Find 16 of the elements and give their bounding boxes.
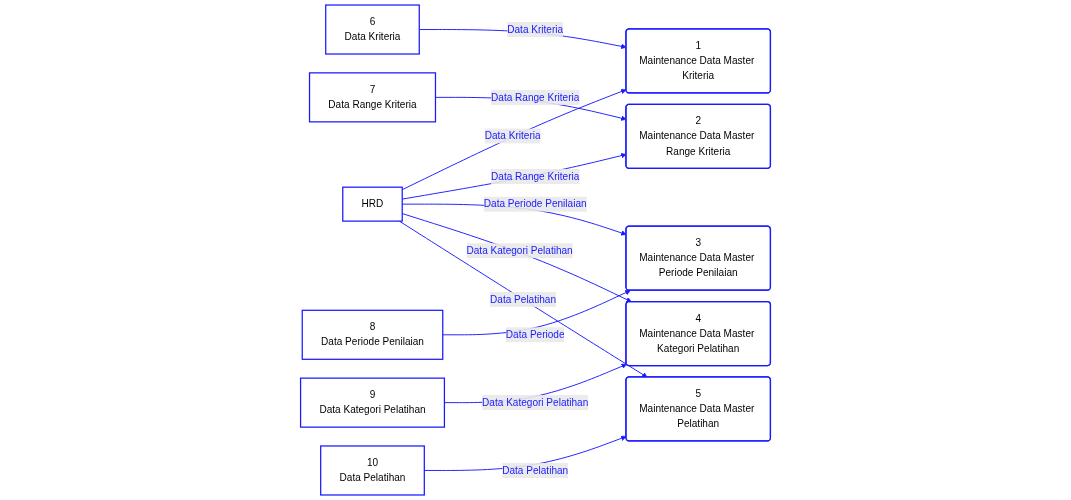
edge-label: Data Periode Penilaian <box>483 198 587 210</box>
edge-label: Data Kriteria <box>484 130 541 141</box>
edge-label: Data Range Kriteria <box>491 170 580 182</box>
node-box: 7 Data Range Kriteria <box>308 72 437 123</box>
edge-label: Data Pelatihan <box>502 464 569 476</box>
node-box: 10 Data Pelatihan <box>320 445 425 496</box>
node-box: HRD <box>342 186 403 222</box>
edge-label: Data Kategori Pelatihan <box>482 396 589 408</box>
node-box: 6 Data Kriteria <box>325 4 420 55</box>
edge-label: Data Periode <box>505 329 565 340</box>
node-box: 8 Data Periode Penilaian <box>301 309 444 360</box>
edge-label: Data Kategori Pelatihan <box>466 245 573 256</box>
edge-label: Data Range Kriteria <box>491 91 580 103</box>
edge-label: Data Pelatihan <box>490 293 556 305</box>
node-box: 9 Data Kategori Pelatihan <box>299 377 446 428</box>
edge-label: Data Kriteria <box>507 23 564 35</box>
